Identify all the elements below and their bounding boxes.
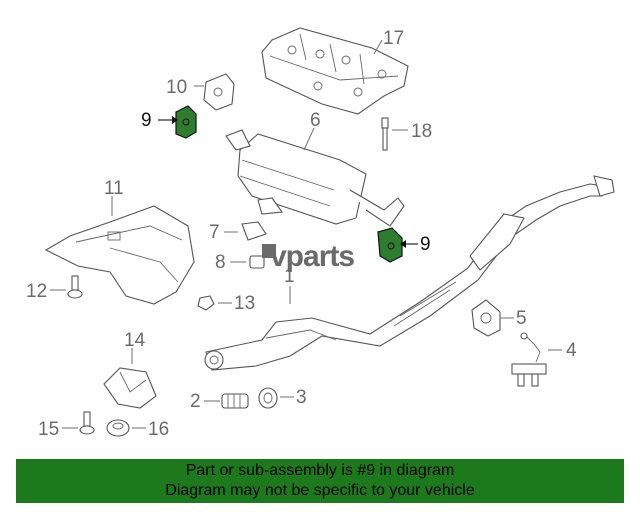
oxygen-sensor-4[interactable] <box>511 332 547 387</box>
callout-9-right: 9 <box>420 234 431 255</box>
callout-3: 3 <box>296 387 307 408</box>
callout-7: 7 <box>209 222 220 243</box>
callout-17: 17 <box>383 28 404 49</box>
callout-5: 5 <box>516 308 527 329</box>
callout-13: 13 <box>234 293 255 314</box>
hanger-9-highlighted-right[interactable] <box>377 227 403 263</box>
grommet-16[interactable] <box>106 419 130 437</box>
banner-line-1: Part or sub-assembly is #9 in diagram <box>185 462 455 479</box>
callout-1: 1 <box>284 266 295 287</box>
callout-2: 2 <box>190 391 201 412</box>
nut-13[interactable] <box>197 295 215 311</box>
bolt-18[interactable] <box>381 117 389 151</box>
watermark-text: vparts <box>270 240 354 273</box>
gasket-ring-3[interactable] <box>258 387 278 409</box>
hanger-5[interactable] <box>471 299 501 337</box>
callout-16: 16 <box>148 419 169 440</box>
callout-12: 12 <box>26 281 47 302</box>
callout-10: 10 <box>166 77 187 98</box>
vparts-watermark: vparts <box>262 240 355 273</box>
heat-shield-lower[interactable] <box>44 205 195 305</box>
gasket-7[interactable] <box>241 221 267 241</box>
callout-8: 8 <box>215 252 226 273</box>
clamp-8[interactable] <box>249 255 265 269</box>
callout-15: 15 <box>38 419 59 440</box>
callout-14: 14 <box>124 330 146 351</box>
info-banner: Part or sub-assembly is #9 in diagram Di… <box>16 459 624 503</box>
bolt-15[interactable] <box>79 411 95 435</box>
callout-11: 11 <box>104 178 124 199</box>
connector-pipe-2[interactable] <box>221 393 249 409</box>
banner-line-2: Diagram may not be specific to your vehi… <box>165 482 475 499</box>
hanger-9-highlighted-left[interactable] <box>175 105 197 139</box>
hanger-10[interactable] <box>203 73 235 111</box>
heat-shield-upper[interactable] <box>261 27 409 115</box>
callout-9-left: 9 <box>141 110 152 131</box>
callout-18: 18 <box>411 121 432 142</box>
callout-4: 4 <box>566 340 577 361</box>
bracket-14[interactable] <box>103 367 157 409</box>
callout-6: 6 <box>310 110 321 131</box>
bolt-12[interactable] <box>67 275 83 299</box>
exhaust-pipe-1[interactable] <box>204 175 615 371</box>
muffler-6[interactable] <box>225 129 405 227</box>
